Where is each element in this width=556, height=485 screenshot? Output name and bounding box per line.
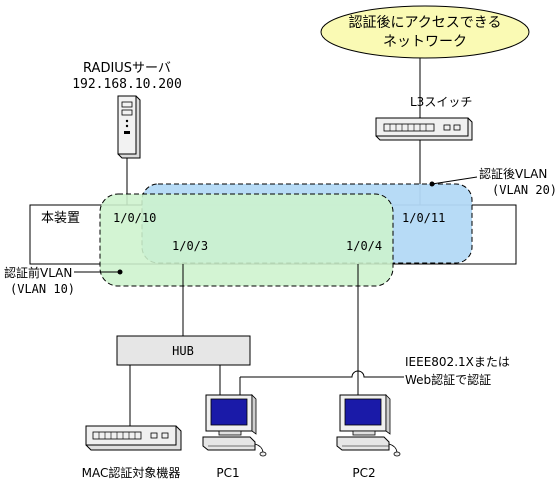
post-auth-network-cloud: 認証後にアクセスできる ネットワーク [320,5,530,59]
port-1-0-3-label: 1/0/3 [172,239,208,253]
hub-label: HUB [172,344,194,358]
vlan-after-auth-leader-dot [429,181,435,187]
vlan-before-auth-id: (VLAN 10) [10,282,75,296]
auth-note-leader [240,370,404,378]
auth-note-line1: IEEE802.1Xまたは [405,355,510,369]
port-1-0-4-label: 1/0/4 [346,239,382,253]
vlan-after-auth-id: (VLAN 20) [492,183,556,197]
port-1-0-11-label: 1/0/11 [402,211,445,225]
pc2-label: PC2 [352,466,375,480]
auth-note-line2: Web認証で認証 [405,372,491,387]
hub-device [116,335,251,366]
cloud-label-line1: 認証後にアクセスできる [348,15,501,31]
mac-device-label: MAC認証対象機器 [82,465,181,480]
vlan-after-auth-label: 認証後VLAN [479,166,547,181]
pc1-label: PC1 [216,466,239,480]
radius-server-icon [117,95,141,159]
vlan-before-auth-leader-dot [117,269,123,275]
l3switch-label: L3スイッチ [410,95,472,109]
mac-auth-target-device [85,425,182,451]
vlan-after-auth-leader [431,176,478,185]
vlan-before-auth-label: 認証前VLAN [4,265,72,280]
pc2-computer-icon [336,394,401,457]
radius-ip-label: 192.168.10.200 [72,77,182,92]
port-1-0-10-label: 1/0/10 [113,211,156,225]
device-label: 本装置 [41,211,80,226]
pc1-computer-icon [202,394,267,457]
l3-switch-device [375,117,473,141]
vlan-before-auth-region [99,193,394,287]
cloud-label-line2: ネットワーク [383,34,467,50]
radius-name-label: RADIUSサーバ [83,61,171,76]
